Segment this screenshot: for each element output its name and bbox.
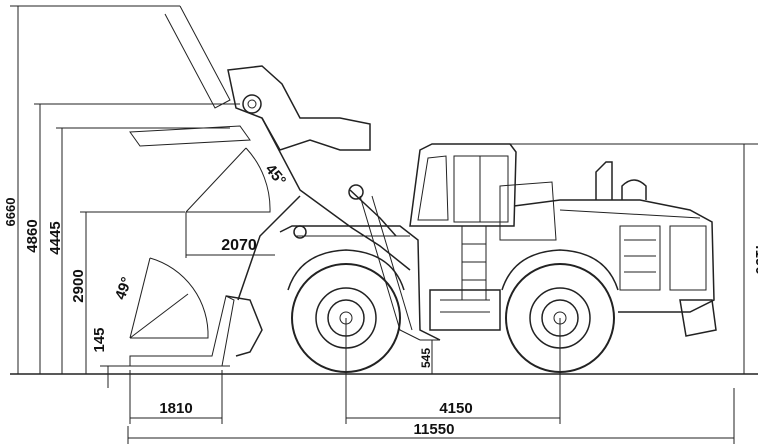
height-545-label: 545 <box>419 348 433 368</box>
angle-45-label: 45° <box>262 161 290 189</box>
length-2070-label: 2070 <box>221 237 257 254</box>
height-4860-label: 4860 <box>24 219 41 252</box>
height-145-label: 145 <box>91 327 108 352</box>
height-dimension-lines <box>10 5 758 388</box>
rear-wheel <box>505 263 615 373</box>
height-4190-label: 4190 <box>752 241 758 274</box>
height-4445-label: 4445 <box>47 221 64 254</box>
angle-49-label: 49° <box>112 275 136 302</box>
length-1810-label: 1810 <box>159 400 192 417</box>
front-wheel <box>291 263 401 373</box>
dimension-labels: 6660 4860 4445 2900 145 545 4190 2070 18… <box>3 161 758 438</box>
height-2900-label: 2900 <box>70 269 87 302</box>
height-6660-label: 6660 <box>3 198 18 227</box>
bucket-positions <box>129 5 271 367</box>
lift-arm <box>225 65 421 357</box>
length-4150-label: 4150 <box>439 400 472 417</box>
length-11550-label: 11550 <box>414 421 455 438</box>
machine-body <box>279 143 717 341</box>
